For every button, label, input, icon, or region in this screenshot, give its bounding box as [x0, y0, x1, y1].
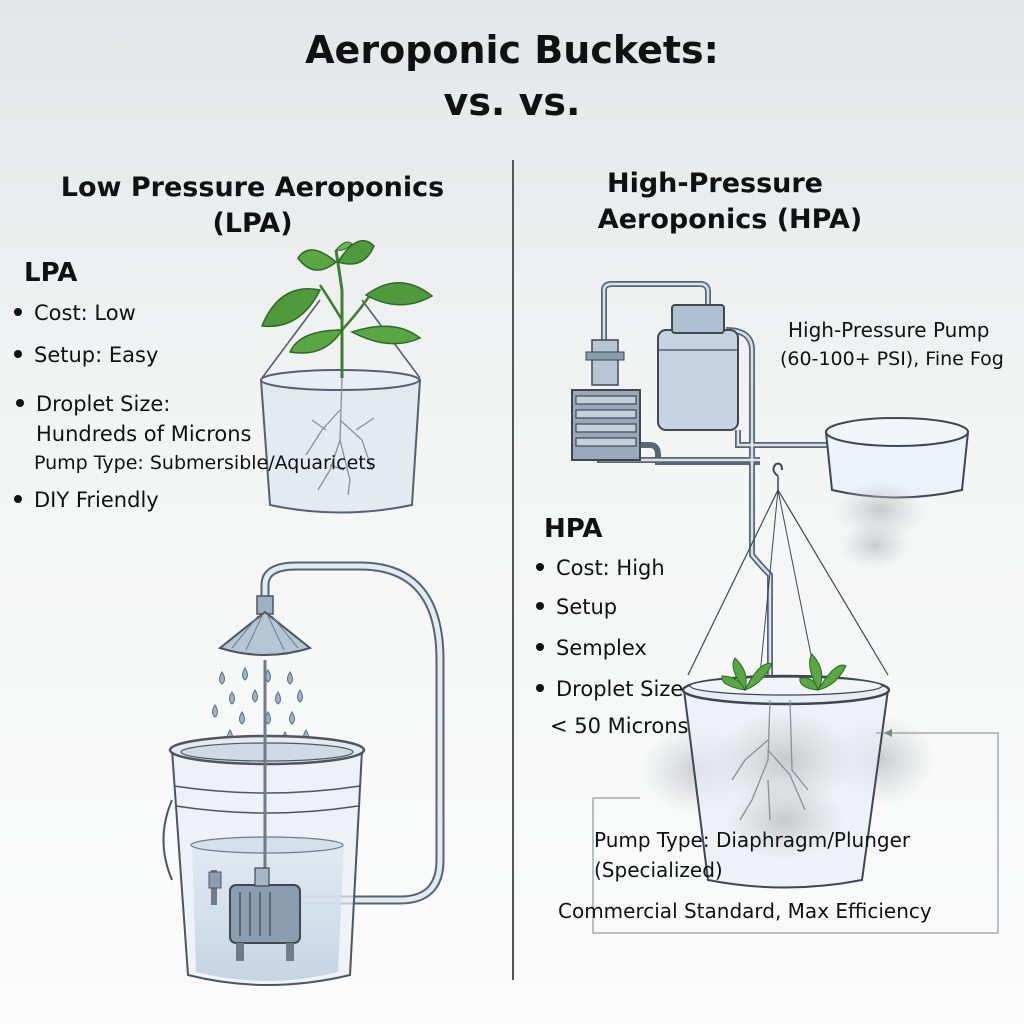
hpa-complex-text: Semplex [556, 636, 647, 660]
lpa-heading-line1: Low Pressure Aeroponics [60, 172, 445, 203]
hpa-high-pressure-pump [657, 329, 739, 431]
hpa-bullet-setup: Setup [536, 595, 617, 619]
hpa-bucket [592, 653, 999, 934]
hpa-bullet-droplet: Droplet Size [536, 677, 683, 701]
hpa-pump-type: Pump Type: Diaphragm/Plunger (Specialize… [594, 828, 910, 882]
lpa-heading-line2: (LPA) [212, 208, 293, 239]
hpa-heading-line1: High-Pressure [606, 168, 823, 199]
lpa-diy-text: DIY Friendly [34, 488, 159, 512]
lpa-plant-pot [259, 240, 434, 514]
lpa-cost-text: Cost: Low [34, 301, 136, 325]
lpa-droplet-value: Hundreds of Microns [36, 422, 252, 446]
hpa-pump-label: High-Pressure Pump (60-100+ PSI), Fine F… [780, 318, 1016, 370]
hpa-setup-text: Setup [556, 595, 618, 619]
lpa-pump-type: Pump Type: Submersible/Aquaricets [34, 452, 376, 474]
lpa-section-label: LPA [24, 258, 78, 288]
hpa-pump-type-line2: (Specialized) [594, 858, 723, 882]
lpa-heading: Low Pressure Aeroponics (LPA) [40, 170, 465, 242]
lpa-bullet-setup: Setup: Easy [14, 343, 158, 367]
bullet-dot [536, 563, 544, 571]
hpa-pump-label-line1: High-Pressure Pump [788, 318, 990, 342]
bullet-dot [16, 399, 24, 407]
lpa-bullet-diy: DIY Friendly [14, 488, 159, 512]
hpa-bullet-cost: Cost: High [536, 556, 665, 580]
lpa-droplet-text: Droplet Size: [36, 392, 171, 416]
hpa-commercial-note: Commercial Standard, Max Efficiency [558, 899, 932, 923]
hpa-heading: High-Pressure Aeroponics (HPA) [560, 166, 900, 238]
bullet-dot [536, 684, 544, 692]
hpa-reservoir [824, 417, 970, 569]
page-subtitle: vs. vs. [443, 80, 581, 124]
hpa-pump-type-line1: Pump Type: Diaphragm/Plunger [594, 828, 911, 852]
hpa-cost-text: Cost: High [556, 556, 665, 580]
lpa-bullet-droplet: Droplet Size: [16, 392, 170, 416]
page-title: Aeroponic Buckets: [305, 28, 719, 72]
hpa-pump-system [571, 281, 970, 690]
lpa-bucket-system [162, 561, 445, 986]
lpa-setup-text: Setup: Easy [34, 343, 159, 367]
hpa-pump-label-line2: (60-100+ PSI), Fine Fog [780, 348, 1004, 370]
hpa-section-label: HPA [544, 514, 603, 544]
bullet-dot [536, 602, 544, 610]
lpa-bullet-cost: Cost: Low [14, 301, 136, 325]
bullet-dot [14, 308, 22, 316]
hpa-droplet-value: < 50 Microns [550, 714, 689, 738]
bullet-dot [14, 350, 22, 358]
hpa-heading-line2: Aeroponics (HPA) [597, 204, 863, 235]
bullet-dot [536, 643, 544, 651]
hpa-bullet-complex: Semplex [536, 636, 647, 660]
bullet-dot [14, 495, 22, 503]
hpa-droplet-text: Droplet Size [556, 677, 684, 701]
